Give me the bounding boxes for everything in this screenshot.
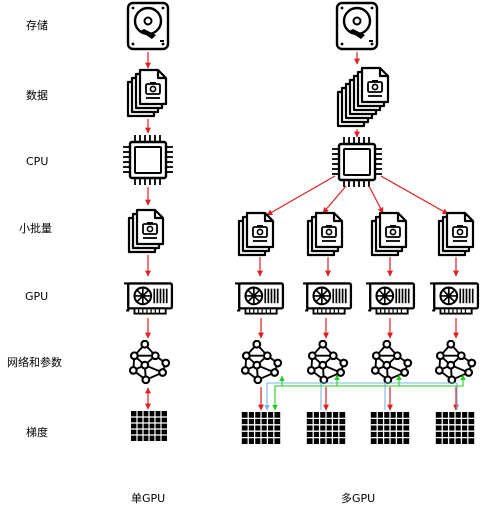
single-gpu-column bbox=[122, 1, 174, 441]
row-labels: 存储 数据 CPU 小批量 GPU 网络和参数 梯度 bbox=[7, 18, 62, 439]
gpu-pipeline-3 bbox=[364, 211, 416, 444]
gpu-card-icon bbox=[428, 282, 480, 315]
gpu-card-icon bbox=[233, 282, 285, 315]
param-sync-green-lines bbox=[272, 374, 466, 411]
minibatch-documents-icon bbox=[370, 211, 408, 257]
storage-hdd-icon bbox=[126, 1, 170, 51]
row-label-storage: 存储 bbox=[26, 18, 48, 32]
gpu-card-icon bbox=[122, 282, 174, 315]
gradient-grid-icon bbox=[241, 412, 281, 444]
gpu-card-icon bbox=[301, 282, 353, 315]
multi-gpu-column-label: 多GPU bbox=[341, 491, 375, 505]
row-label-gpu: GPU bbox=[25, 290, 48, 303]
minibatch-documents-icon bbox=[437, 211, 475, 257]
multi-data-documents-icon bbox=[336, 66, 390, 128]
row-label-minibatch: 小批量 bbox=[19, 221, 52, 235]
single-gpu-column-label: 单GPU bbox=[131, 492, 165, 505]
network-params-icon bbox=[128, 340, 171, 384]
cpu-fanout-arrows bbox=[266, 175, 449, 216]
network-params-icon bbox=[370, 340, 413, 384]
network-params-icon bbox=[434, 340, 477, 384]
gradient-grid-icon bbox=[370, 412, 410, 444]
row-label-data: 数据 bbox=[26, 88, 48, 102]
gradient-grid-icon bbox=[306, 412, 346, 444]
gpu-pipeline-2 bbox=[301, 211, 353, 444]
minibatch-documents-icon bbox=[237, 211, 275, 257]
network-params-icon bbox=[306, 340, 349, 384]
row-label-cpu: CPU bbox=[26, 155, 48, 168]
gradient-grid-icon bbox=[131, 411, 167, 441]
gpu-pipeline-4 bbox=[428, 211, 480, 444]
minibatch-documents-icon bbox=[306, 211, 344, 257]
data-documents-icon bbox=[126, 68, 168, 118]
gradient-sync-blue-lines bbox=[264, 382, 458, 411]
multi-storage-hdd-icon bbox=[335, 1, 379, 51]
gradient-grid-icon bbox=[435, 412, 475, 444]
row-label-gradients: 梯度 bbox=[26, 425, 48, 439]
minibatch-documents-icon bbox=[127, 208, 165, 254]
gpu-pipeline-1 bbox=[233, 211, 285, 444]
row-label-network-params: 网络和参数 bbox=[7, 355, 62, 369]
multi-cpu-chip-icon bbox=[331, 136, 383, 188]
multi-gpu-column bbox=[233, 1, 480, 444]
cpu-chip-icon bbox=[122, 134, 174, 186]
gpu-card-icon bbox=[364, 282, 416, 315]
network-params-icon bbox=[240, 340, 283, 384]
